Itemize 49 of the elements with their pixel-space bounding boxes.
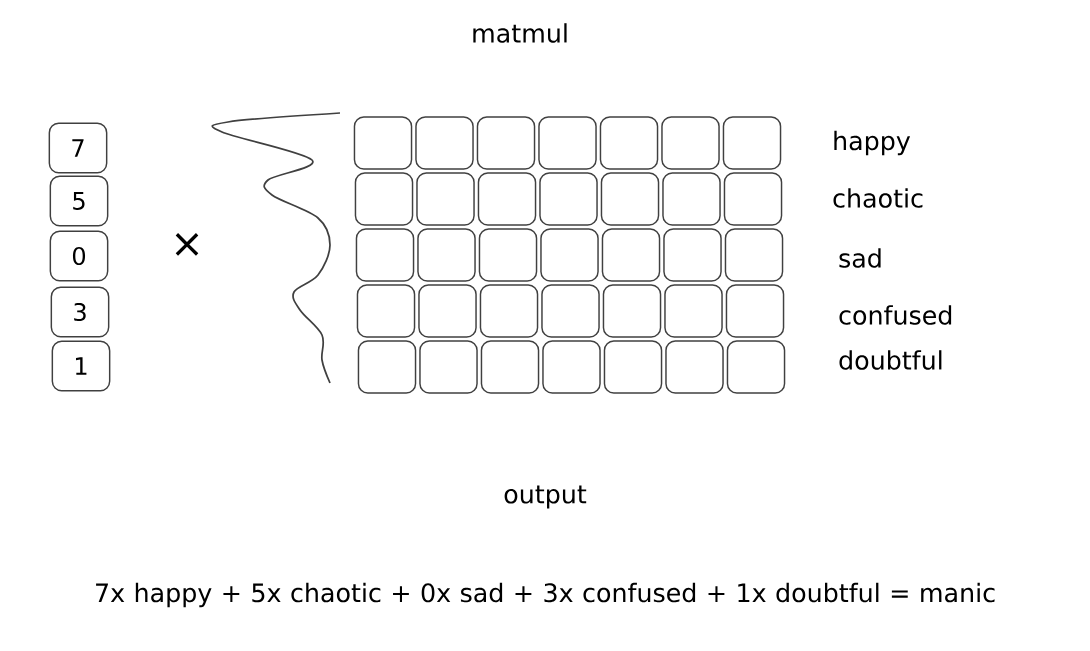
matrix-cell [417,228,476,282]
matrix-cell [663,228,722,282]
matrix-cell [354,172,414,226]
matrix-cell [418,284,477,338]
row-label: sad [839,248,881,268]
equation-text: 7x happy + 5x chaotic + 0x sad + 3x confused + 1x doubtful = manic [96,582,995,608]
matrix-cell [357,340,417,394]
matrix-cell [415,116,474,170]
matrix-cell [542,340,601,394]
matrix-cell [722,116,782,170]
number-box: 3 [50,286,110,338]
matrix-cell [353,116,413,170]
matrix-cell [725,284,785,338]
matrix-cell [664,284,723,338]
matrix-cell [662,172,721,226]
matrix-cell [599,116,659,170]
matrix-cell [419,340,478,394]
matrix-cell [478,228,538,282]
matrix-cell [476,116,536,170]
row-label: happy [834,130,911,156]
matrix-cell [416,172,475,226]
multiply-sign: × [175,233,199,256]
row-label: doubtful [839,350,942,370]
matrix-cell [539,172,598,226]
number-box: 7 [48,122,108,174]
row-label: confused [839,305,952,325]
matrix-cell [479,284,539,338]
title-text: matmul [473,23,567,43]
row-label: chaotic [833,188,923,208]
number-box: 5 [49,175,109,227]
matrix-cell [356,284,416,338]
matrix-cell [600,172,660,226]
heading: output [504,485,587,509]
matrix-cell [480,340,540,394]
number-box: 1 [51,340,111,392]
matrix-cell [601,228,661,282]
matrix-cell [477,172,537,226]
matrix-cell [724,228,784,282]
matrix-cell [723,172,783,226]
matrix-cell [541,284,600,338]
matrix-cell [665,340,724,394]
matrix-cell [603,340,663,394]
matrix-cell [726,340,786,394]
matrix-cell [661,116,720,170]
matrix-cell [540,228,599,282]
matrix-cell [355,228,415,282]
matrix-cell [602,284,662,338]
matrix-cell [538,116,597,170]
number-box: 0 [49,230,109,282]
